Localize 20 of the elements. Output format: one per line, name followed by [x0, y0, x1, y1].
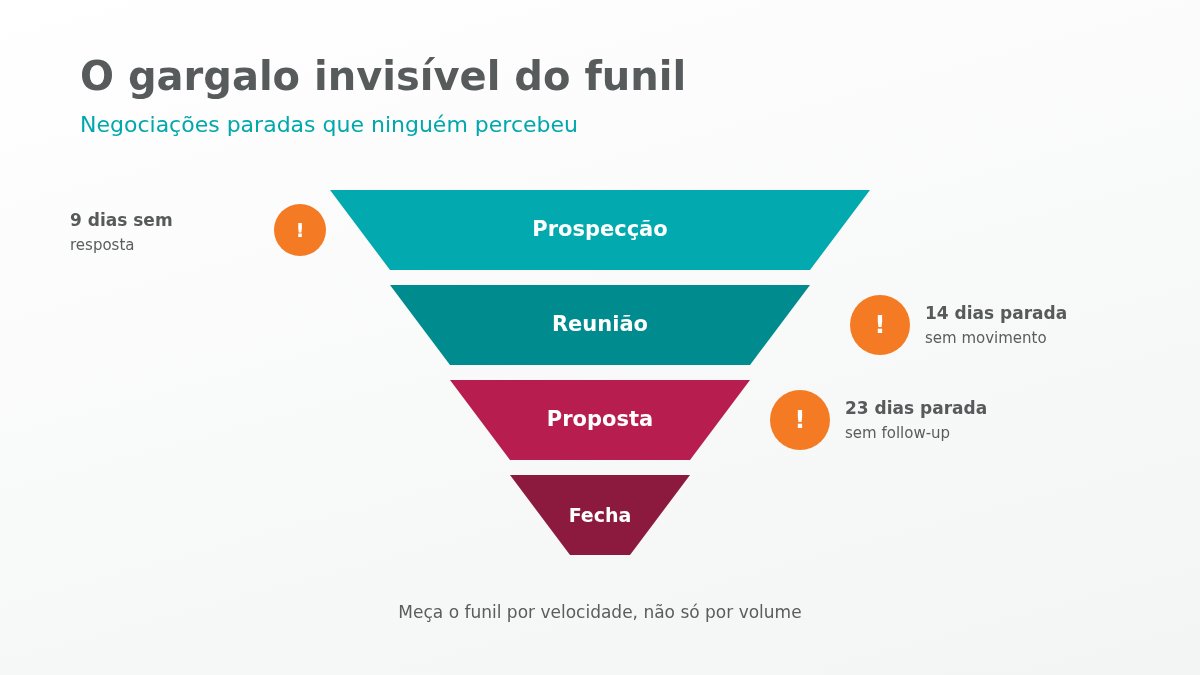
- stage-label: Prospecção: [532, 217, 668, 243]
- stage-label: Reunião: [551, 312, 649, 338]
- alert-title: 23 dias parada: [845, 398, 988, 418]
- alert-note: resposta: [70, 236, 135, 254]
- subtitle: Negociações paradas que ninguém percebeu: [80, 111, 578, 139]
- stage-label: Proposta: [546, 407, 654, 433]
- alert-note: sem follow-up: [845, 424, 951, 442]
- stage-label: Fecha: [568, 503, 632, 527]
- alert-badge: !: [274, 204, 326, 256]
- alert-badge: !: [850, 295, 910, 355]
- funnel-segment: [330, 190, 870, 270]
- caption: Meça o funil por velocidade, não só por volume: [398, 601, 802, 623]
- funnel-segment: [450, 380, 750, 460]
- title: O gargalo invisível do funil: [80, 52, 687, 100]
- alert-note: sem movimento: [925, 329, 1047, 347]
- funnel-segment: [390, 285, 810, 365]
- alert-title: 14 dias parada: [925, 303, 1068, 323]
- funnel-segment: [510, 475, 690, 555]
- alert-title: 9 dias sem: [70, 210, 173, 230]
- alert-badge: !: [770, 390, 830, 450]
